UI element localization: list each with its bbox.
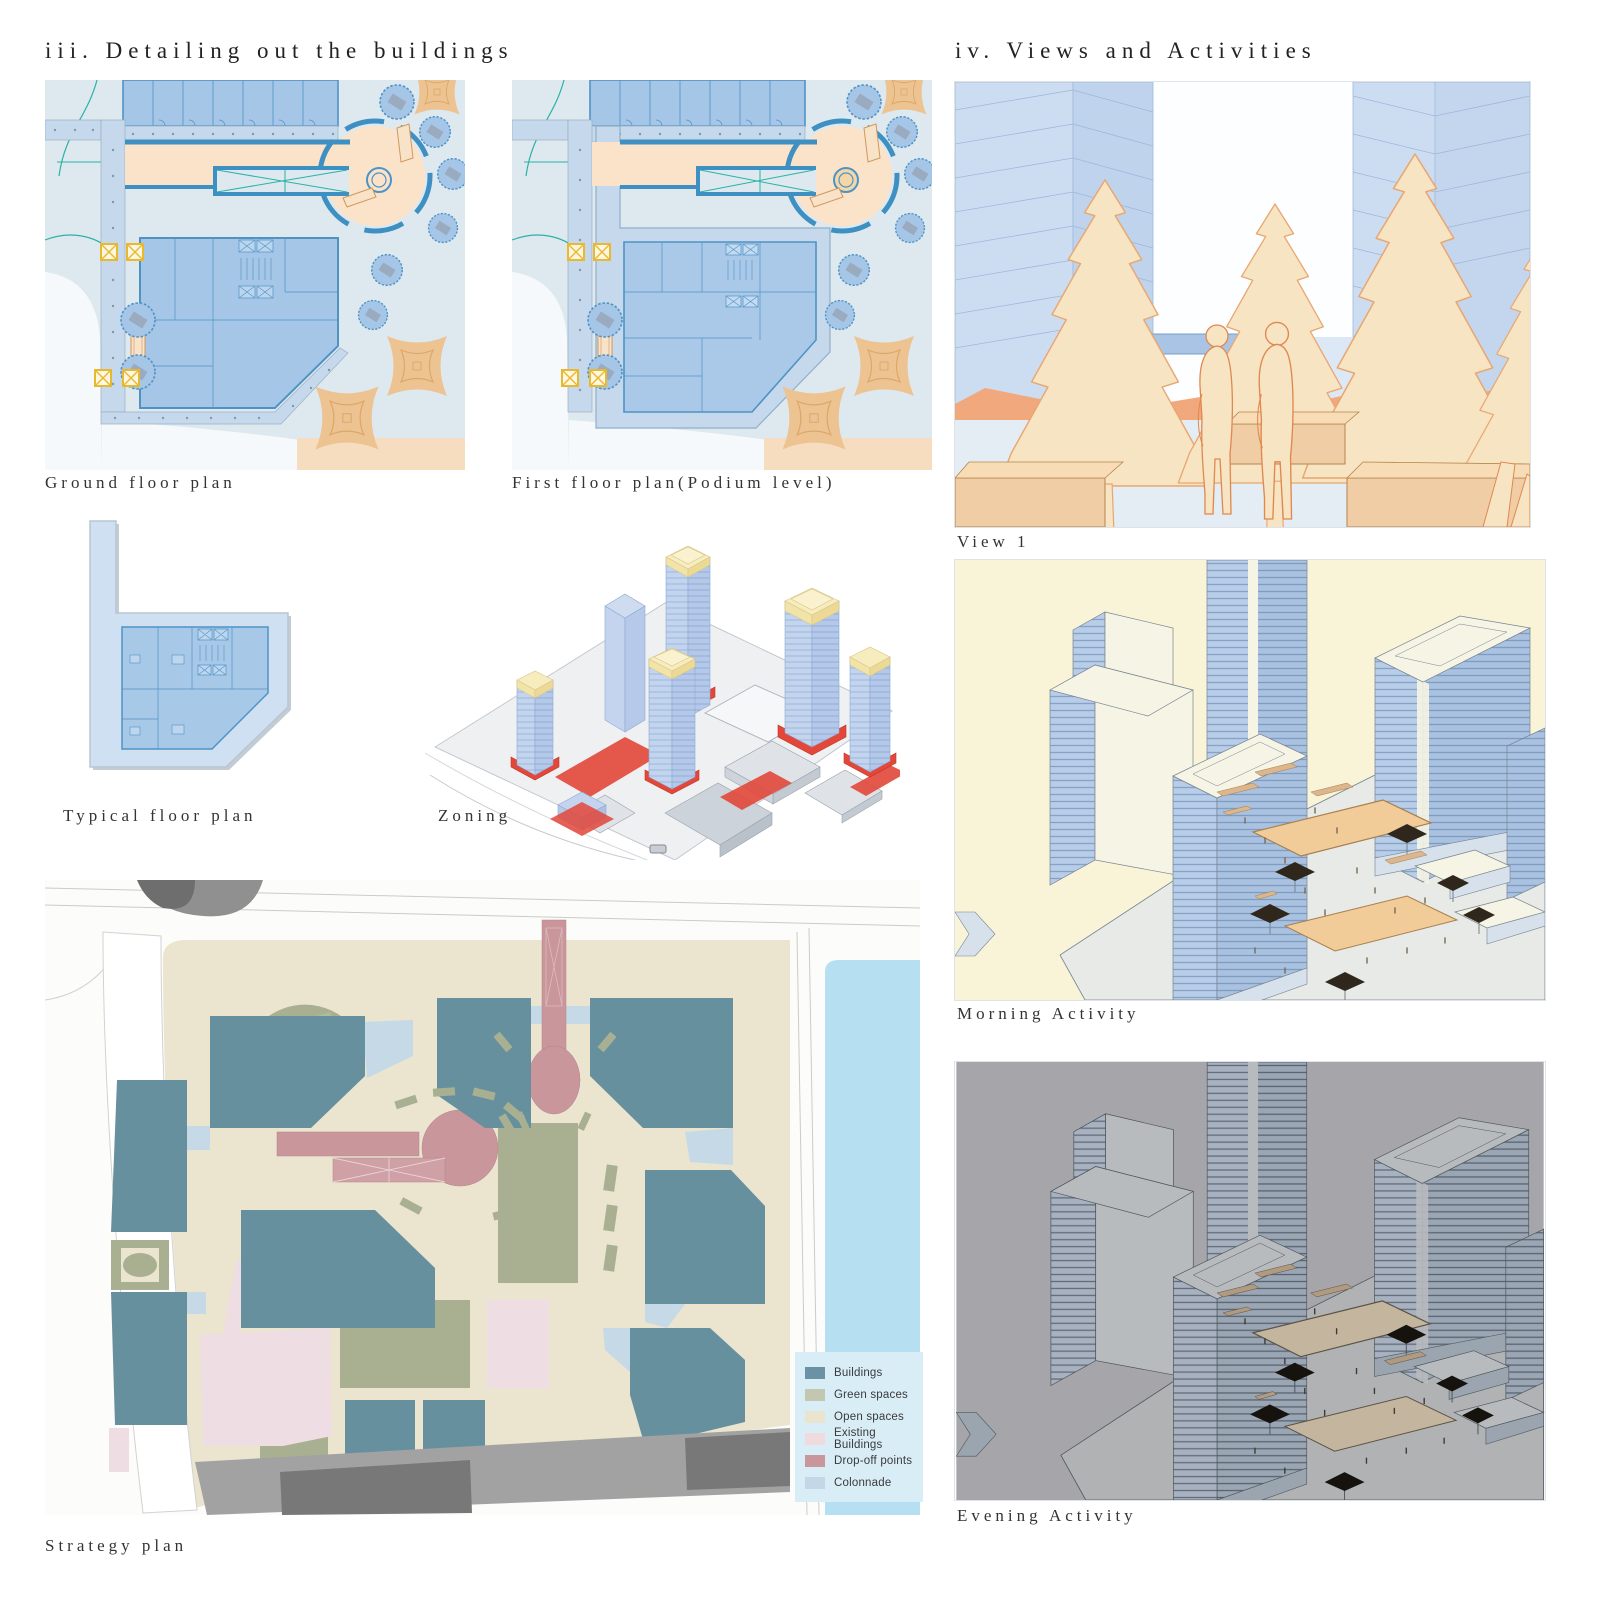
legend-swatch-green-spaces [805,1389,825,1401]
caption-ground-floor: Ground floor plan [45,473,236,492]
morning-activity-panel [955,560,1545,1000]
legend-swatch-existing-buildings [805,1433,825,1445]
morning-activity-drawing [955,560,1545,1000]
typical-floor-plan-drawing [89,520,291,770]
legend-row-colonnade: Colonnade [805,1472,923,1494]
section-heading-views: iv. Views and Activities [955,38,1317,63]
view1-panel [955,82,1530,527]
caption-typical-floor: Typical floor plan [63,806,257,825]
legend-swatch-drop-off-points [805,1455,825,1467]
legend-swatch-colonnade [805,1477,825,1489]
caption-first-floor: First floor plan(Podium level) [512,473,836,492]
caption-zoning: Zoning [438,806,512,825]
legend-row-existing-buildings: Existing Buildings [805,1427,923,1451]
zoning-drawing [424,545,900,860]
legend-label: Existing Buildings [834,1427,883,1451]
legend-label: Open spaces [834,1411,904,1423]
zoning-panel [420,515,900,860]
strategy-plan-panel [45,880,920,1515]
caption-strategy-plan: Strategy plan [45,1536,188,1555]
evening-activity-panel [955,1062,1545,1500]
strategy-plan-drawing [45,880,920,1515]
legend-swatch-buildings [805,1367,825,1379]
caption-evening-activity: Evening Activity [957,1506,1137,1525]
legend-label: Buildings [834,1367,883,1379]
legend-row-buildings: Buildings [805,1362,923,1384]
ground-floor-plan-panel [45,80,465,470]
first-floor-plan-drawing [512,80,932,470]
legend-label: Drop-off points [834,1455,913,1467]
caption-morning-activity: Morning Activity [957,1004,1140,1023]
legend-swatch-open-spaces [805,1411,825,1423]
ground-floor-plan-drawing [45,80,465,470]
strategy-plan-legend: Buildings Green spaces Open spaces Exist… [795,1352,923,1502]
section-heading-detailing: iii. Detailing out the buildings [45,38,514,63]
legend-label: Colonnade [834,1477,892,1489]
legend-row-open-spaces: Open spaces [805,1406,923,1428]
legend-row-green-spaces: Green spaces [805,1384,923,1406]
first-floor-plan-panel [512,80,932,470]
evening-activity-drawing [956,1062,1544,1500]
view1-drawing [955,82,1530,527]
caption-view1: View 1 [957,532,1030,551]
legend-label: Green spaces [834,1389,908,1401]
legend-row-drop-off-points: Drop-off points [805,1450,923,1472]
typical-floor-plan-panel [60,515,310,785]
